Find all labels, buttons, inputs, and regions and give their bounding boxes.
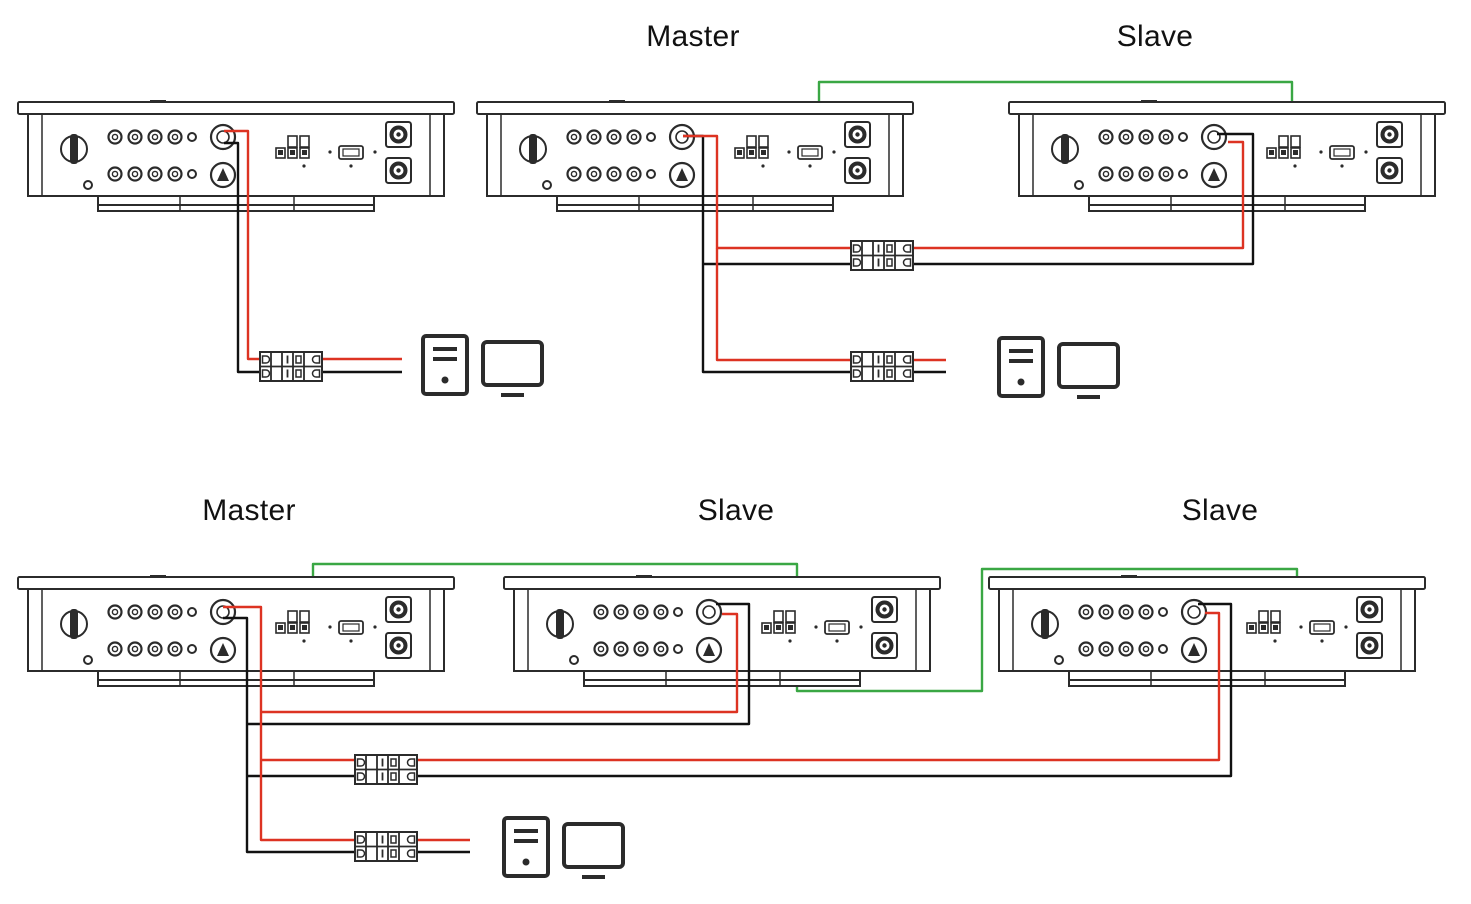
positive-cable <box>224 129 402 361</box>
breaker-icon <box>354 831 418 862</box>
positive-cable <box>683 134 1245 250</box>
rotary-switch-icon <box>519 134 547 164</box>
ground-screw-icon <box>1074 180 1084 190</box>
top-master-label: Master <box>646 20 740 53</box>
positive-cable <box>261 612 739 714</box>
ground-screw-icon <box>83 655 93 665</box>
rotary-switch-icon <box>60 134 88 164</box>
inverter-unit-top-master <box>476 100 914 212</box>
computer-tower-icon <box>502 816 550 878</box>
negative-cable <box>703 132 1255 266</box>
bottom-slave-2-label: Slave <box>1181 494 1259 527</box>
bottom-master-label: Master <box>202 494 296 527</box>
monitor-icon <box>1057 342 1120 399</box>
inverter-unit-bottom-slave-2 <box>988 575 1426 687</box>
negative-cable <box>247 602 1233 778</box>
negative-cable <box>247 602 751 726</box>
breaker-icon <box>850 351 914 382</box>
inverter-unit-top-slave <box>1008 100 1446 212</box>
positive-cable <box>261 611 1221 762</box>
rotary-switch-icon <box>546 609 574 639</box>
breaker-icon <box>354 754 418 785</box>
inverter-unit-bottom-master <box>17 575 455 687</box>
monitor-icon <box>481 340 544 397</box>
computer-tower-icon <box>997 336 1045 398</box>
ground-screw-icon <box>1054 655 1064 665</box>
load-group <box>997 336 1120 399</box>
rotary-switch-icon <box>1031 609 1059 639</box>
bottom-slave-1-label: Slave <box>697 494 775 527</box>
computer-tower-icon <box>421 334 469 396</box>
rotary-switch-icon <box>60 609 88 639</box>
ground-screw-icon <box>569 655 579 665</box>
inverter-unit-single <box>17 100 455 212</box>
breaker-icon <box>850 240 914 271</box>
breaker-icon <box>259 351 323 382</box>
load-group <box>421 334 544 397</box>
monitor-icon <box>562 822 625 879</box>
load-group <box>502 816 625 879</box>
ground-screw-icon <box>83 180 93 190</box>
inverter-unit-bottom-slave-1 <box>503 575 941 687</box>
rotary-switch-icon <box>1051 134 1079 164</box>
ground-screw-icon <box>542 180 552 190</box>
top-slave-label: Slave <box>1116 20 1194 53</box>
